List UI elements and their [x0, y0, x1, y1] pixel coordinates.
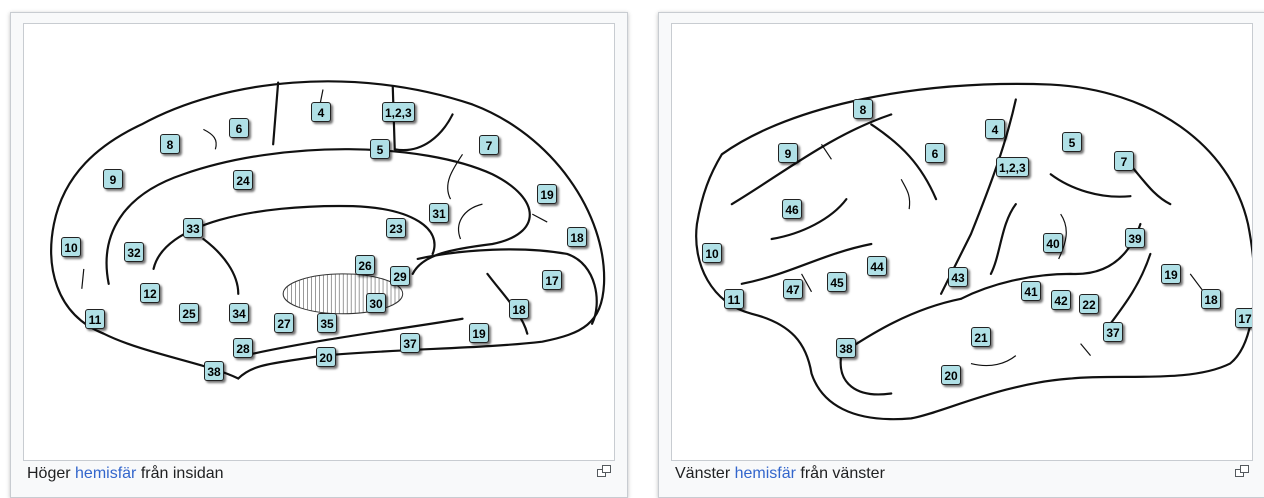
- area-label: 9: [103, 169, 123, 189]
- diagram-image-medial[interactable]: 4 1,2,3 6 8 5 7 9 24 19 31 33 23 18 10 3…: [23, 23, 615, 461]
- figure-caption: Höger hemisfär från insidan: [27, 465, 224, 483]
- area-label: 20: [941, 365, 961, 385]
- area-label: 12: [140, 283, 160, 303]
- figure-left-hemisphere-lateral: 8 4 5 9 6 1,2,3 7 46 40 39 10 44 43 45 4…: [658, 12, 1264, 498]
- area-label: 8: [853, 99, 873, 119]
- area-label: 23: [386, 218, 406, 238]
- figure-right-hemisphere-medial: 4 1,2,3 6 8 5 7 9 24 19 31 33 23 18 10 3…: [10, 12, 628, 498]
- area-label: 17: [1235, 308, 1253, 328]
- area-label: 7: [479, 135, 499, 155]
- area-label: 4: [311, 102, 331, 122]
- area-label: 38: [836, 338, 856, 358]
- area-label: 10: [61, 237, 81, 257]
- area-label: 5: [370, 139, 390, 159]
- area-label: 38: [204, 361, 224, 381]
- area-label: 37: [400, 333, 420, 353]
- area-label: 10: [702, 243, 722, 263]
- area-label: 28: [233, 338, 253, 358]
- area-label: 46: [782, 199, 802, 219]
- area-label: 44: [867, 256, 887, 276]
- caption-prefix: Vänster: [675, 465, 730, 482]
- area-label: 24: [233, 170, 253, 190]
- area-label: 37: [1103, 322, 1123, 342]
- caption-link[interactable]: hemisfär: [735, 465, 796, 482]
- area-label: 8: [160, 134, 180, 154]
- area-label: 11: [85, 309, 105, 329]
- area-label: 47: [783, 279, 803, 299]
- area-label: 7: [1114, 151, 1134, 171]
- area-label: 6: [229, 118, 249, 138]
- magnify-icon[interactable]: [1235, 465, 1249, 477]
- area-label: 40: [1043, 233, 1063, 253]
- caption-prefix: Höger: [27, 465, 71, 482]
- area-label: 19: [1161, 264, 1181, 284]
- area-label: 45: [827, 272, 847, 292]
- area-label: 42: [1051, 290, 1071, 310]
- area-label: 41: [1021, 281, 1041, 301]
- area-label: 18: [567, 227, 587, 247]
- area-label: 30: [366, 293, 386, 313]
- area-label: 43: [948, 267, 968, 287]
- area-label: 20: [316, 347, 336, 367]
- area-label: 31: [429, 203, 449, 223]
- caption-suffix: från vänster: [800, 465, 884, 482]
- area-label: 4: [985, 119, 1005, 139]
- area-label: 19: [469, 323, 489, 343]
- figure-caption: Vänster hemisfär från vänster: [675, 465, 885, 483]
- area-label: 21: [971, 327, 991, 347]
- brain-medial-outline: [24, 24, 614, 460]
- area-label: 9: [778, 143, 798, 163]
- area-label: 26: [355, 255, 375, 275]
- area-label: 33: [183, 218, 203, 238]
- caption-link[interactable]: hemisfär: [75, 465, 136, 482]
- caption-suffix: från insidan: [141, 465, 224, 482]
- diagram-image-lateral[interactable]: 8 4 5 9 6 1,2,3 7 46 40 39 10 44 43 45 4…: [671, 23, 1253, 461]
- area-label: 11: [724, 289, 744, 309]
- area-label: 34: [229, 303, 249, 323]
- area-label: 39: [1125, 228, 1145, 248]
- area-label: 17: [542, 270, 562, 290]
- area-label: 6: [925, 143, 945, 163]
- area-label: 32: [124, 242, 144, 262]
- area-label: 27: [274, 313, 294, 333]
- area-label: 25: [179, 303, 199, 323]
- area-label: 1,2,3: [382, 102, 415, 122]
- area-label: 18: [509, 299, 529, 319]
- area-label: 5: [1062, 132, 1082, 152]
- magnify-icon[interactable]: [597, 465, 611, 477]
- area-label: 29: [390, 266, 410, 286]
- area-label: 35: [317, 313, 337, 333]
- area-label: 1,2,3: [996, 157, 1029, 177]
- area-label: 19: [537, 184, 557, 204]
- area-label: 22: [1079, 294, 1099, 314]
- area-label: 18: [1201, 289, 1221, 309]
- brain-lateral-outline: [672, 24, 1252, 460]
